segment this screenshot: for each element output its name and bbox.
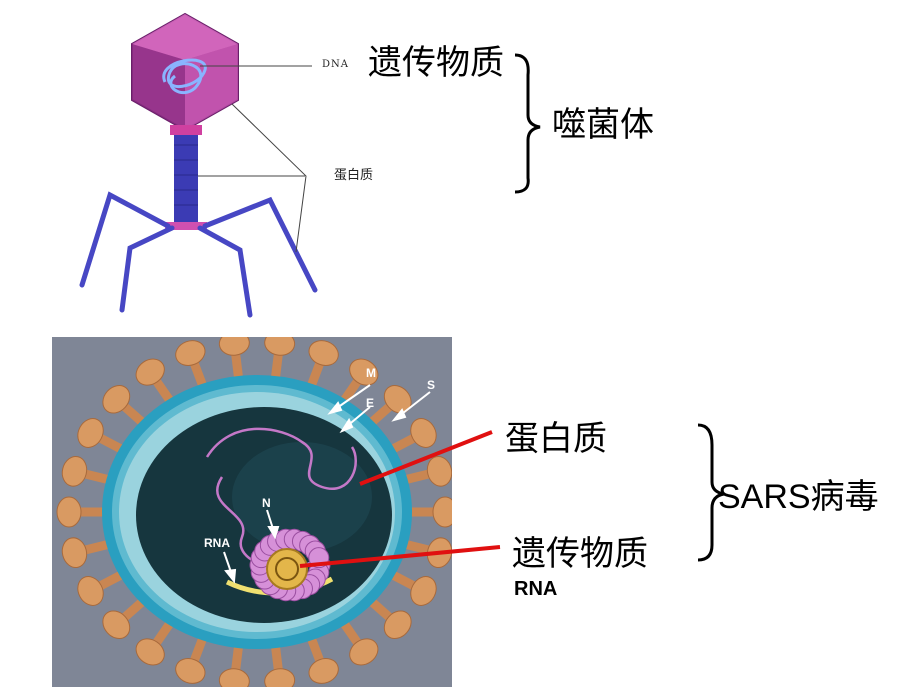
spike-head (102, 610, 131, 639)
phage-tail-fibers (79, 191, 318, 318)
phage-head (131, 12, 239, 132)
phage-diagram (79, 12, 541, 318)
spike-head (383, 610, 412, 639)
phage-dna-label: DNA (322, 59, 349, 70)
phage-brace (514, 53, 541, 194)
spike-head (264, 668, 296, 687)
spike-head (218, 337, 250, 356)
phage-baseplate (165, 222, 207, 230)
sars-brace (697, 423, 725, 562)
spike-head (135, 638, 165, 666)
phage-tail (174, 135, 198, 225)
marker-n: N (262, 496, 271, 510)
spike-head (61, 537, 88, 569)
phage-genetic-label: 遗传物质 (368, 43, 504, 83)
spike-head (102, 385, 131, 414)
genetic-red-line (299, 545, 501, 568)
spike-head (218, 668, 250, 687)
spike-head (135, 358, 165, 386)
spike-head (61, 455, 88, 487)
spike-head (264, 337, 296, 356)
sars-spikes (56, 337, 452, 687)
spike-head (175, 340, 206, 366)
spike-head (308, 340, 339, 366)
protein-red-line (359, 430, 493, 486)
spike-head (410, 418, 437, 448)
phage-protein-label: 蛋白质 (334, 168, 374, 183)
spike-head (349, 638, 379, 666)
spike-head (349, 358, 379, 386)
phage-name: 噬菌体 (552, 105, 654, 145)
sars-annotations (299, 423, 725, 568)
spike-head (175, 658, 206, 684)
sars-genetic-sub: RNA (514, 578, 558, 600)
spike-head (426, 455, 452, 487)
spike-head (410, 576, 437, 606)
marker-m: M (366, 366, 376, 380)
spike-head (56, 496, 82, 528)
spike-head (432, 496, 452, 528)
phage-dna-coil (162, 58, 207, 95)
spike-head (77, 576, 104, 606)
sars-protein-label: 蛋白质 (505, 419, 607, 459)
sars-diagram (52, 337, 452, 687)
protein-pointer-line-2 (231, 103, 307, 253)
sars-nucleocapsid (249, 528, 331, 602)
spike-head (308, 658, 339, 684)
sars-name: SARS病毒 (718, 478, 879, 516)
marker-rna: RNA (204, 536, 230, 550)
sars-genetic-label: 遗传物质 (512, 534, 648, 574)
spike-head (77, 418, 104, 448)
marker-s: S (427, 378, 436, 392)
phage-collar (170, 125, 202, 135)
marker-e: E (366, 396, 375, 410)
